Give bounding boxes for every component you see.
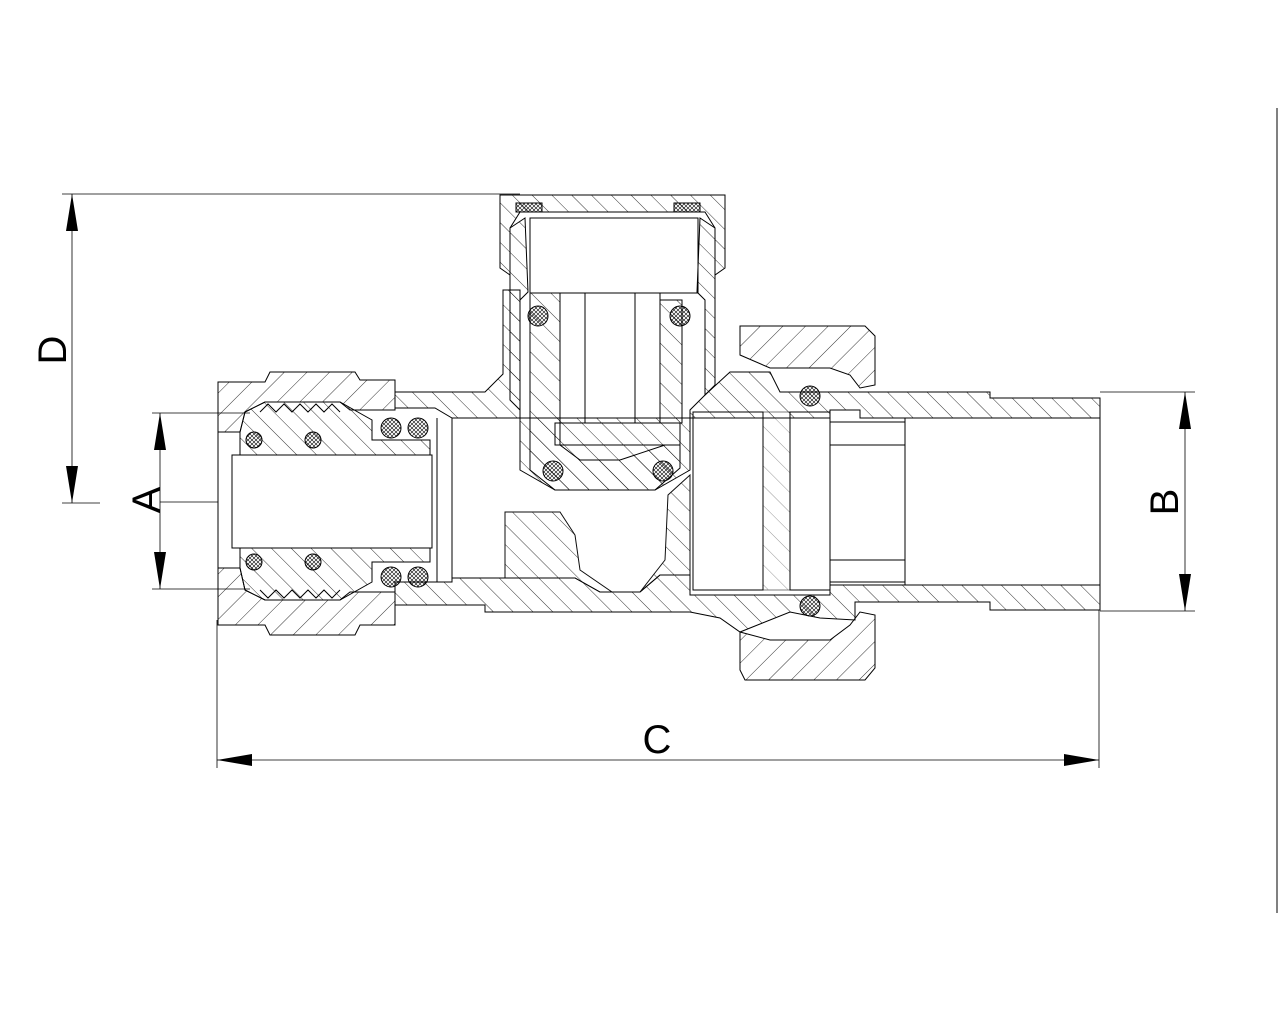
dimension-label-b: B <box>1143 489 1187 516</box>
dimension-d <box>62 193 520 504</box>
valve-body <box>394 289 1101 633</box>
dimension-a <box>152 412 250 590</box>
dimension-label-a: A <box>125 486 169 513</box>
dimension-label-c: C <box>643 718 672 762</box>
bonnet-cap <box>499 194 726 491</box>
left-compression-fitting <box>217 371 453 636</box>
dimension-b <box>1100 391 1195 612</box>
dimension-label-d: D <box>31 336 75 365</box>
right-union-tailpiece <box>692 325 1101 681</box>
dimension-c <box>216 610 1100 768</box>
